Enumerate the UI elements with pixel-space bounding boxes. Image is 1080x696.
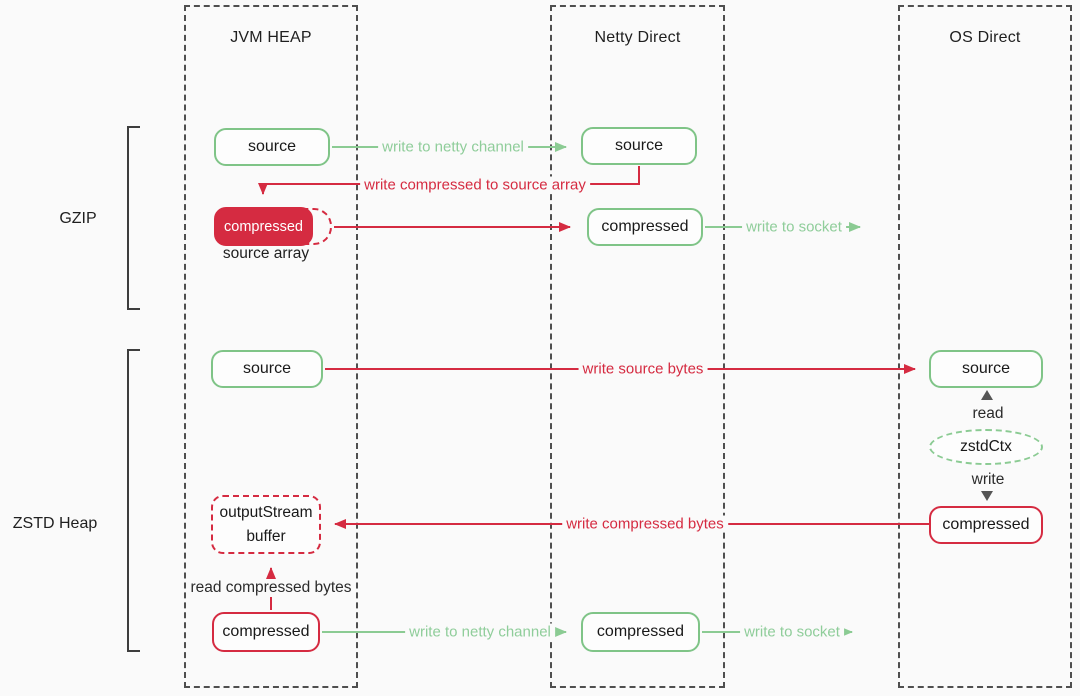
box-jvm-gzip-compressed: compressed	[214, 207, 313, 246]
box-os-zstd-compressed: compressed	[929, 506, 1043, 544]
label-gzip-write-to-netty-channel: write to netty channel	[378, 138, 528, 156]
bracket-gzip	[127, 126, 140, 310]
box-jvm-zstd-compressed: compressed	[212, 612, 320, 652]
group-label-gzip: GZIP	[59, 210, 97, 227]
box-outputstream-buffer: outputStream buffer	[211, 495, 321, 554]
label-gzip-write-to-socket: write to socket	[742, 218, 846, 236]
lane-title-os-direct: OS Direct	[949, 29, 1021, 46]
box-netty-zstd-compressed: compressed	[581, 612, 700, 652]
label-gzip-write-compressed-to-source-array: write compressed to source array	[360, 176, 590, 194]
label-zstd-write: write	[971, 471, 1005, 488]
label-zstd-write-source-bytes: write source bytes	[578, 360, 708, 378]
label-zstd-read: read	[972, 405, 1004, 422]
label-zstd-write-compressed-bytes: write compressed bytes	[562, 515, 728, 533]
lane-title-netty-direct: Netty Direct	[594, 29, 681, 46]
lane-jvm-heap: JVM HEAP	[184, 5, 358, 688]
box-os-zstd-source: source	[929, 350, 1043, 388]
group-label-zstd-heap: ZSTD Heap	[12, 515, 98, 532]
box-jvm-gzip-source: source	[214, 128, 330, 166]
lane-netty-direct: Netty Direct	[550, 5, 725, 688]
ellipse-zstdctx: zstdCtx	[929, 429, 1043, 465]
label-zstd-write-to-netty-channel: write to netty channel	[405, 623, 555, 641]
bracket-zstd	[127, 349, 140, 652]
lane-title-jvm-heap: JVM HEAP	[230, 29, 312, 46]
outputstream-buffer-line2: buffer	[246, 527, 286, 545]
caption-source-array: source array	[222, 245, 310, 262]
label-zstd-read-compressed-bytes: read compressed bytes	[186, 579, 356, 597]
box-jvm-zstd-source: source	[211, 350, 323, 388]
box-netty-gzip-compressed: compressed	[587, 208, 703, 246]
label-zstd-write-to-socket: write to socket	[740, 623, 844, 641]
box-netty-gzip-source: source	[581, 127, 697, 165]
lane-os-direct: OS Direct	[898, 5, 1072, 688]
outputstream-buffer-line1: outputStream	[219, 504, 313, 522]
